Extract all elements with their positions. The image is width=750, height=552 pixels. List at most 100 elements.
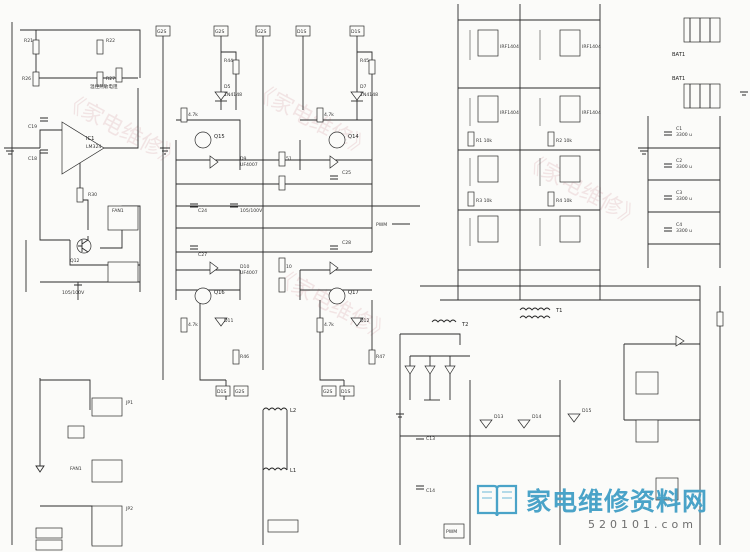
fan-label: FAN1 xyxy=(112,208,124,214)
part-label: 3300 u xyxy=(676,132,692,138)
part-label: 4.7k xyxy=(324,322,334,328)
part-label: R4 10k xyxy=(556,198,572,204)
part-label: 4.7k xyxy=(188,112,198,118)
part-label: T1 xyxy=(555,308,562,314)
part-label: IRF1404 xyxy=(582,110,601,116)
terminal-label: G2S xyxy=(215,29,224,35)
ic-ref: IC1 xyxy=(86,136,94,142)
part-label: Q17 xyxy=(348,290,359,296)
part-label: C27 xyxy=(198,252,207,258)
part-label: C25 xyxy=(342,170,351,176)
site-url: 520101.com xyxy=(588,518,697,531)
part-label: D14 xyxy=(532,414,541,420)
battery-section: BAT1 BAT1 C1 3300 u C2 3300 u C3 3300 u … xyxy=(623,17,748,545)
part-label: D5 xyxy=(224,84,231,90)
transistor-q12 xyxy=(76,238,92,254)
terminal-tag xyxy=(233,385,249,397)
part-label: C1 xyxy=(676,126,682,132)
part-label: L2 xyxy=(290,408,296,414)
part-label: IRF1404 xyxy=(500,110,519,116)
site-name: 家电维修资料网 xyxy=(526,487,709,516)
part-label: 3300 u xyxy=(676,228,692,234)
terminal-label: G2S xyxy=(235,389,244,395)
part-label: R47 xyxy=(376,354,385,360)
watermark-text: 《家电维修》 xyxy=(517,148,645,232)
part-label: Q14 xyxy=(348,134,359,140)
part-label: Q12 xyxy=(70,258,80,264)
watermark-text: 《家电维修》 xyxy=(267,263,395,347)
part-label: 4.7k xyxy=(188,322,198,328)
terminal-label: G2S xyxy=(157,29,166,35)
fan-connector xyxy=(107,205,139,231)
connector-bat1 xyxy=(683,83,721,109)
transistor-q15 xyxy=(194,131,212,149)
connector-label: BAT1 xyxy=(672,76,685,82)
part-label: FAN1 xyxy=(70,466,82,472)
terminal-label: D1S xyxy=(351,29,360,35)
terminal-label: D1S xyxy=(217,389,226,395)
book-logo-icon xyxy=(476,484,518,517)
part-label: R3 10k xyxy=(476,198,492,204)
rectifier-section: T2 T1 D13 D14 D15 C13 C14 PWM xyxy=(396,307,591,545)
part-label: 3300 u xyxy=(676,164,692,170)
transistor-q17 xyxy=(328,287,346,305)
part-label: PWM xyxy=(376,222,387,228)
part-label: 1N4148 xyxy=(224,92,242,98)
part-label: R46 xyxy=(240,354,249,360)
part-label: D9 xyxy=(240,156,247,162)
part-label: C3 xyxy=(676,190,682,196)
ic-part: LM324 xyxy=(86,144,101,150)
connector-jp1 xyxy=(91,397,123,417)
part-label: R44 xyxy=(224,58,233,64)
terminal-label: G2S xyxy=(323,389,332,395)
part-label: 105/100V xyxy=(62,290,85,296)
part-label: C28 xyxy=(342,240,351,246)
diode-d5 xyxy=(214,91,228,101)
diode-d7 xyxy=(350,91,364,101)
opamp-ic1 xyxy=(61,121,105,175)
part-label: 3300 u xyxy=(676,196,692,202)
pwm-block xyxy=(443,523,465,539)
part-label: 51 xyxy=(286,156,292,162)
part-label: R2 10k xyxy=(556,138,572,144)
part-label: D13 xyxy=(494,414,503,420)
part-label: D7 xyxy=(360,84,367,90)
part-label: C19 xyxy=(28,124,37,130)
connector-label: BAT1 xyxy=(672,52,685,58)
left-section: IC1 LM324 FAN1 温控热敏电阻 R21 R22 R26 R27 C1… xyxy=(4,22,170,551)
part-label: R27 xyxy=(106,76,115,82)
part-label: D15 xyxy=(582,408,591,414)
part-label: UF4007 xyxy=(240,162,258,168)
terminal-tag xyxy=(215,385,231,397)
mosfet xyxy=(559,29,581,57)
terminal-tag xyxy=(321,385,337,397)
part-label: C13 xyxy=(426,436,435,442)
part-label: R1 10k xyxy=(476,138,492,144)
mosfet-bridge: IRF1404 IRF1404 IRF1404 IRF1404 R1 10k R… xyxy=(420,4,701,301)
part-label: C4 xyxy=(676,222,682,228)
mosfet xyxy=(477,155,499,183)
terminal-label: D1S xyxy=(297,29,306,35)
part-label: 4.7k xyxy=(324,112,334,118)
mosfet xyxy=(477,215,499,243)
center-section: G2S G2S G2S D1S D1S xyxy=(155,25,420,545)
part-label: R21 xyxy=(24,38,33,44)
mosfet xyxy=(477,29,499,57)
part-label: R22 xyxy=(106,38,115,44)
mosfet xyxy=(477,95,499,123)
part-label: IRF1404 xyxy=(582,44,601,50)
terminal-label: G2S xyxy=(257,29,266,35)
connector-jp2 xyxy=(91,505,123,547)
mosfet xyxy=(559,155,581,183)
part-label: C2 xyxy=(676,158,682,164)
part-label: PWM xyxy=(446,529,457,535)
jp2-label: JP2 xyxy=(125,506,133,512)
part-label: R45 xyxy=(360,58,369,64)
part-label: D12 xyxy=(360,318,369,324)
part-label: C14 xyxy=(426,488,435,494)
mosfet xyxy=(559,95,581,123)
transistor-q16 xyxy=(194,287,212,305)
part-label: Q15 xyxy=(214,134,225,140)
site-logo: 家电维修资料网 520101.com xyxy=(470,474,745,550)
